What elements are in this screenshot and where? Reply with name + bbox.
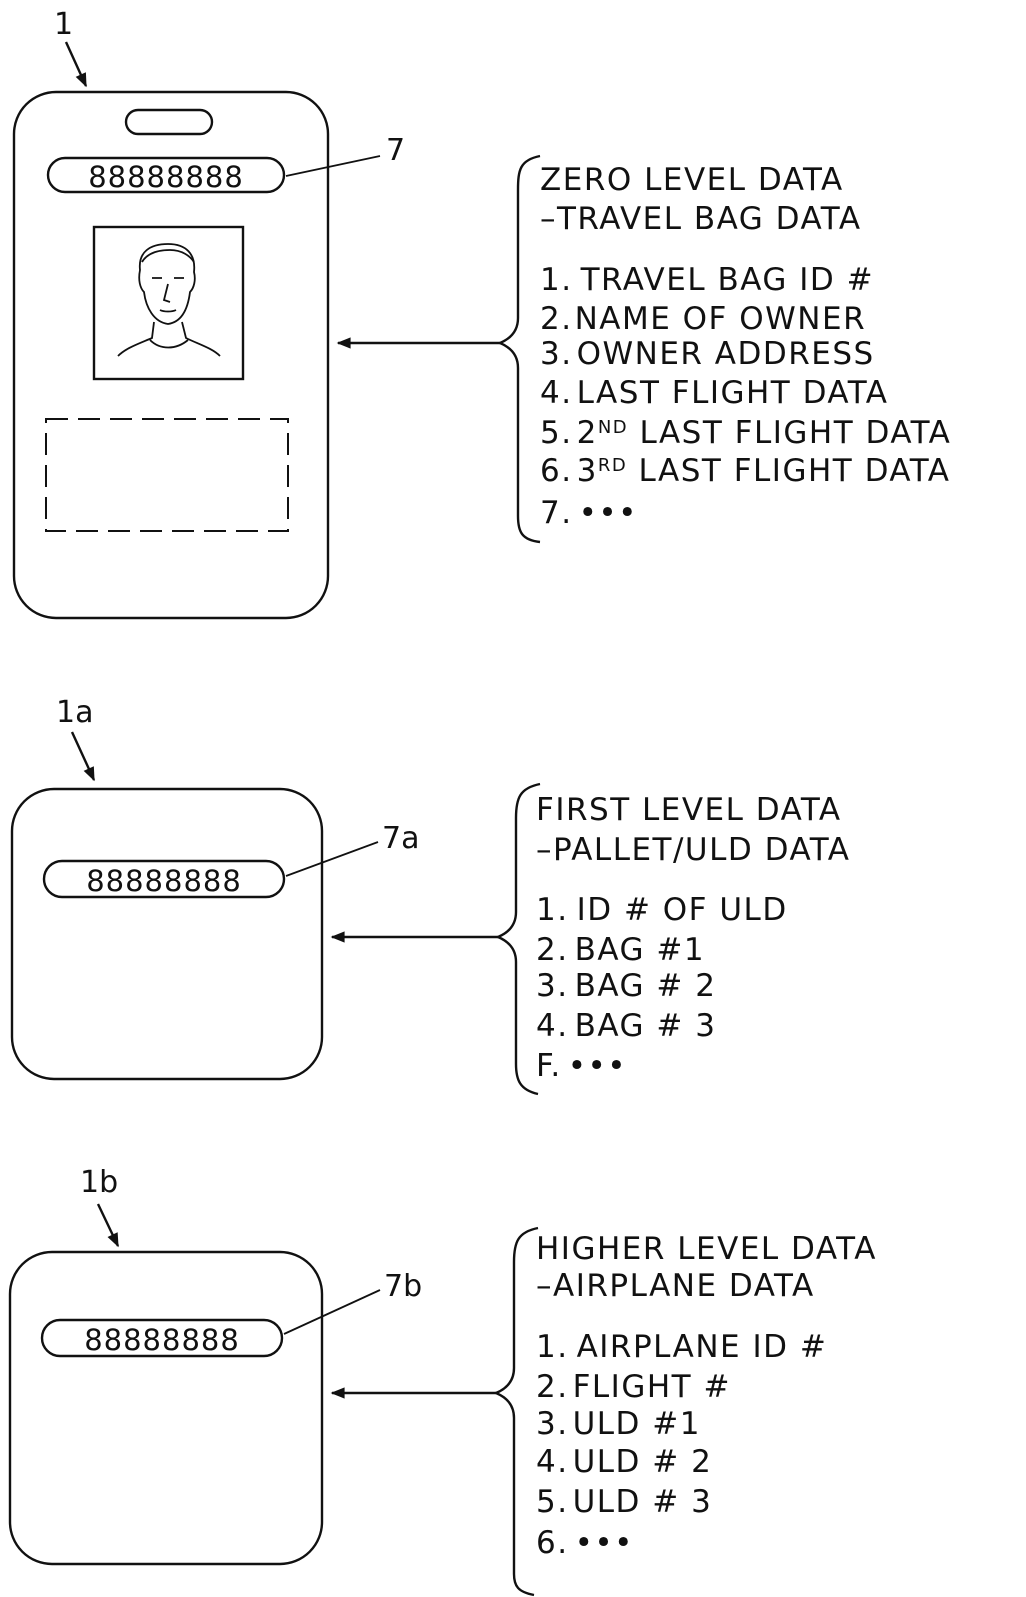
owner-portrait-icon	[117, 243, 221, 357]
list-item: 2.FLIGHT #	[536, 1369, 731, 1405]
list-item: 2.NAME OF OWNER	[540, 301, 866, 337]
digital-display	[46, 156, 286, 194]
ref-arrow	[96, 1203, 120, 1248]
digital-display	[40, 1318, 284, 1358]
tag-1-group: 1 88888888 7 ZERO LEVEL D	[12, 7, 951, 620]
list-item: 3.OWNER ADDRESS	[540, 336, 875, 372]
dashed-window	[45, 418, 289, 532]
ref-arrow	[64, 41, 88, 88]
list-title: FIRST LEVEL DATA	[536, 792, 842, 828]
ref-arrow	[70, 731, 96, 782]
list-item: 2.BAG #1	[536, 932, 705, 968]
display-leader-line	[285, 155, 381, 177]
list-item: 1.TRAVEL BAG ID #	[540, 262, 874, 298]
tag-ref-label: 1	[54, 7, 73, 42]
tag-ref-label: 1a	[56, 695, 93, 730]
display-leader-line	[285, 841, 379, 877]
list-subtitle: –AIRPLANE DATA	[536, 1268, 815, 1304]
list-item: 1.ID # OF ULD	[536, 892, 788, 928]
display-value: 88888888	[86, 864, 242, 898]
list-item: 5.ULD # 3	[536, 1484, 712, 1520]
uld-tag-body	[10, 787, 324, 1081]
list-item: F.•••	[536, 1048, 627, 1084]
list-item: 7.•••	[540, 495, 638, 531]
list-title: HIGHER LEVEL DATA	[536, 1231, 877, 1267]
list-item: 6.•••	[536, 1525, 634, 1561]
curly-brace	[492, 1226, 539, 1597]
display-ref-label: 7b	[384, 1269, 422, 1304]
tag-1b-group: 1b 88888888 7b HIGHER LEVEL DATA –AIRPLA…	[8, 1165, 877, 1597]
list-item: 4.BAG # 3	[536, 1008, 716, 1044]
display-leader-line	[283, 1289, 381, 1335]
curly-brace	[496, 154, 541, 544]
display-value: 88888888	[88, 160, 244, 194]
tag-1a-group: 1a 88888888 7a FIRST LEVEL DATA –PALLET/…	[10, 695, 850, 1096]
strap-slot	[124, 108, 214, 136]
list-title: ZERO LEVEL DATA	[540, 162, 844, 198]
list-item: 4.ULD # 2	[536, 1444, 712, 1480]
list-subtitle: –PALLET/ULD DATA	[536, 832, 850, 868]
display-ref-label: 7	[386, 133, 405, 168]
list-item: 6.3RD LAST FLIGHT DATA	[540, 453, 950, 489]
curly-brace	[494, 782, 541, 1096]
list-subtitle: –TRAVEL BAG DATA	[540, 201, 862, 237]
display-value: 88888888	[84, 1323, 240, 1357]
display-ref-label: 7a	[382, 821, 419, 856]
list-item: 1.AIRPLANE ID #	[536, 1329, 827, 1365]
list-item: 3.BAG # 2	[536, 968, 716, 1004]
tag-ref-label: 1b	[80, 1165, 118, 1200]
list-item: 5.2ND LAST FLIGHT DATA	[540, 415, 951, 451]
digital-display	[42, 859, 286, 899]
list-item: 3.ULD #1	[536, 1406, 701, 1442]
airplane-tag-body	[8, 1250, 324, 1566]
owner-photo-frame	[92, 225, 245, 381]
list-item: 4.LAST FLIGHT DATA	[540, 375, 888, 411]
bag-tag-body	[12, 90, 330, 620]
